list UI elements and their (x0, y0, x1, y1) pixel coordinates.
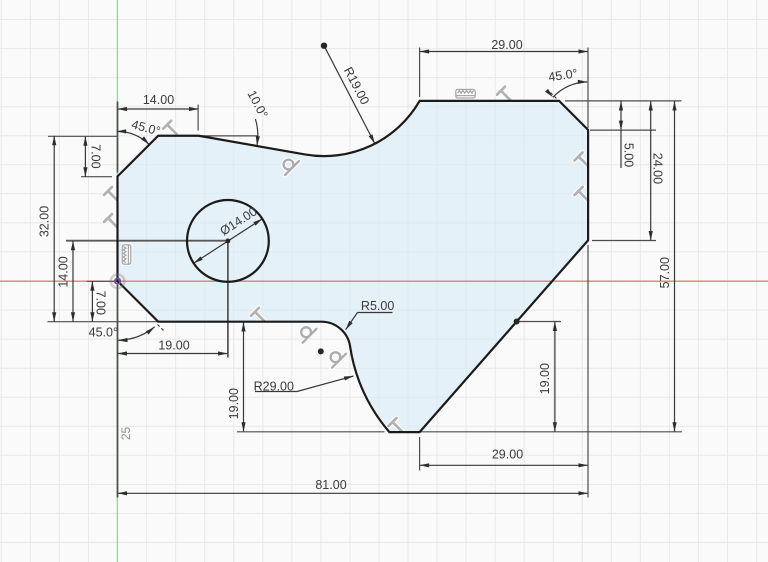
svg-text:R29.00: R29.00 (254, 379, 294, 393)
svg-text:R5.00: R5.00 (361, 299, 394, 313)
svg-text:7.00: 7.00 (88, 144, 102, 168)
svg-text:14.00: 14.00 (143, 93, 174, 107)
svg-text:19.00: 19.00 (538, 363, 552, 394)
svg-text:7.00: 7.00 (93, 291, 107, 315)
svg-text:19.00: 19.00 (158, 338, 189, 352)
svg-text:29.00: 29.00 (491, 38, 522, 52)
svg-text:25: 25 (119, 427, 133, 441)
svg-text:24.00: 24.00 (650, 153, 664, 184)
svg-text:5.00: 5.00 (621, 143, 635, 167)
svg-text:57.00: 57.00 (658, 257, 672, 288)
svg-text:29.00: 29.00 (492, 448, 523, 462)
svg-text:45.0°: 45.0° (89, 326, 118, 340)
svg-text:14.00: 14.00 (57, 256, 71, 287)
svg-text:45.0°: 45.0° (547, 66, 578, 84)
svg-text:32.00: 32.00 (38, 206, 52, 237)
svg-text:81.00: 81.00 (315, 478, 346, 492)
svg-text:19.00: 19.00 (227, 388, 241, 419)
